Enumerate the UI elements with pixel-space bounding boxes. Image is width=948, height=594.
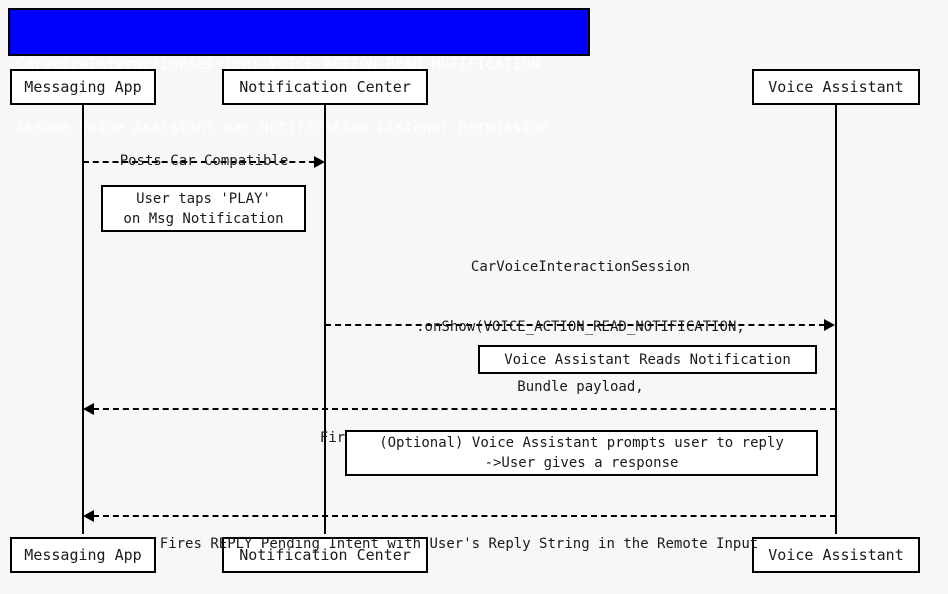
note-user-taps-play-line-2: on Msg Notification	[123, 210, 284, 227]
participant-header-messaging-app[interactable]: Messaging App	[10, 69, 156, 105]
diagram-title-line-1: CarVoiceInteractionSession: VOICE_ACTION…	[16, 55, 540, 73]
message-arrowhead-on-show	[824, 319, 835, 331]
note-optional-reply-prompt: (Optional) Voice Assistant prompts user …	[345, 430, 818, 476]
participant-header-voice-assistant[interactable]: Voice Assistant	[752, 69, 920, 105]
message-line-on-show	[325, 324, 825, 326]
participant-label-notification-center: Notification Center	[239, 78, 411, 96]
message-label-reply-intent: Fires REPLY Pending Intent with User's R…	[83, 494, 835, 594]
participant-header-notification-center[interactable]: Notification Center	[222, 69, 428, 105]
message-label-on-show-line-1: CarVoiceInteractionSession	[470, 259, 691, 275]
diagram-title-banner: CarVoiceInteractionSession: VOICE_ACTION…	[8, 8, 590, 136]
message-label-post-notification-line-1: Posts Car Compatible	[119, 153, 289, 169]
message-label-reply-intent-line-1: Fires REPLY Pending Intent with User's R…	[159, 536, 759, 552]
message-line-post-notification	[83, 161, 315, 163]
participant-footer-voice-assistant[interactable]: Voice Assistant	[752, 537, 920, 573]
participant-label-messaging-app: Messaging App	[24, 78, 142, 96]
message-label-on-show-line-3: Bundle payload,	[517, 379, 644, 395]
note-user-taps-play: User taps 'PLAY' on Msg Notification	[101, 185, 306, 232]
note-user-taps-play-line-1: User taps 'PLAY'	[136, 190, 271, 207]
participant-footer-label-messaging-app: Messaging App	[24, 546, 142, 564]
lifeline-voice-assistant	[835, 104, 837, 534]
participant-footer-notification-center[interactable]: Notification Center	[222, 537, 428, 573]
note-optional-reply-prompt-line-1: (Optional) Voice Assistant prompts user …	[379, 435, 784, 451]
lifeline-notification-center	[324, 104, 326, 534]
message-arrowhead-reply-intent	[83, 510, 94, 522]
participant-footer-label-notification-center: Notification Center	[239, 546, 411, 564]
participant-footer-label-voice-assistant: Voice Assistant	[768, 546, 904, 564]
message-arrowhead-post-notification	[314, 156, 325, 168]
participant-footer-messaging-app[interactable]: Messaging App	[10, 537, 156, 573]
participant-label-voice-assistant: Voice Assistant	[768, 78, 904, 96]
message-line-reply-intent	[93, 515, 836, 517]
note-assistant-reads: Voice Assistant Reads Notification	[478, 345, 817, 374]
note-assistant-reads-line-1: Voice Assistant Reads Notification	[504, 351, 791, 368]
message-label-on-show-line-2: .onShow(VOICE_ACTION_READ_NOTIFICATION,	[416, 319, 745, 335]
note-optional-reply-prompt-line-2: ->User gives a response	[484, 455, 679, 471]
message-line-mark-as-read	[93, 408, 836, 410]
diagram-title-line-2: Assume Voice Assistant has Notification …	[16, 118, 549, 136]
message-arrowhead-mark-as-read	[83, 403, 94, 415]
lifeline-messaging-app	[82, 104, 84, 534]
